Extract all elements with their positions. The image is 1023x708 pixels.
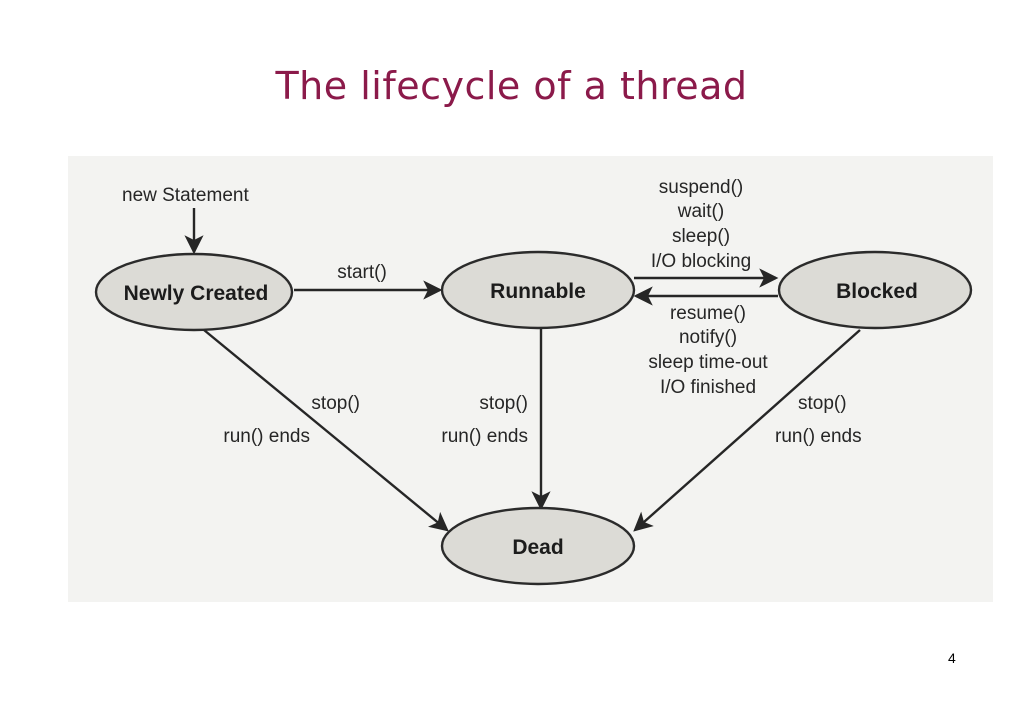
state-dead-label: Dead bbox=[512, 536, 563, 559]
label-blocked-run-ends: run() ends bbox=[775, 426, 862, 447]
label-new-run-ends: run() ends bbox=[223, 426, 310, 447]
label-blocked-stop: stop() bbox=[798, 393, 847, 414]
label-runnable-stop: stop() bbox=[479, 393, 528, 414]
label-sleep: sleep() bbox=[672, 226, 730, 247]
label-wait: wait() bbox=[677, 201, 724, 222]
label-suspend: suspend() bbox=[659, 177, 744, 198]
edge-new-to-dead bbox=[203, 329, 449, 532]
label-new-stop: stop() bbox=[311, 393, 360, 414]
label-io-finished: I/O finished bbox=[660, 377, 756, 398]
state-blocked bbox=[777, 250, 973, 330]
state-newly-created bbox=[94, 252, 294, 332]
state-runnable bbox=[440, 250, 636, 330]
state-blocked-label: Blocked bbox=[836, 280, 918, 303]
page-number: 4 bbox=[948, 650, 956, 666]
state-runnable-label: Runnable bbox=[490, 280, 586, 303]
label-notify: notify() bbox=[679, 327, 737, 348]
label-new-statement: new Statement bbox=[122, 185, 249, 206]
state-dead bbox=[440, 506, 636, 586]
label-resume: resume() bbox=[670, 303, 746, 324]
label-runnable-run-ends: run() ends bbox=[441, 426, 528, 447]
edge-blocked-to-dead bbox=[633, 329, 861, 532]
label-io-blocking: I/O blocking bbox=[651, 251, 751, 272]
label-sleep-time-out: sleep time-out bbox=[648, 352, 768, 373]
state-newly-created-label: Newly Created bbox=[124, 282, 269, 305]
label-start: start() bbox=[337, 262, 387, 283]
page-title: The lifecycle of a thread bbox=[275, 64, 748, 108]
